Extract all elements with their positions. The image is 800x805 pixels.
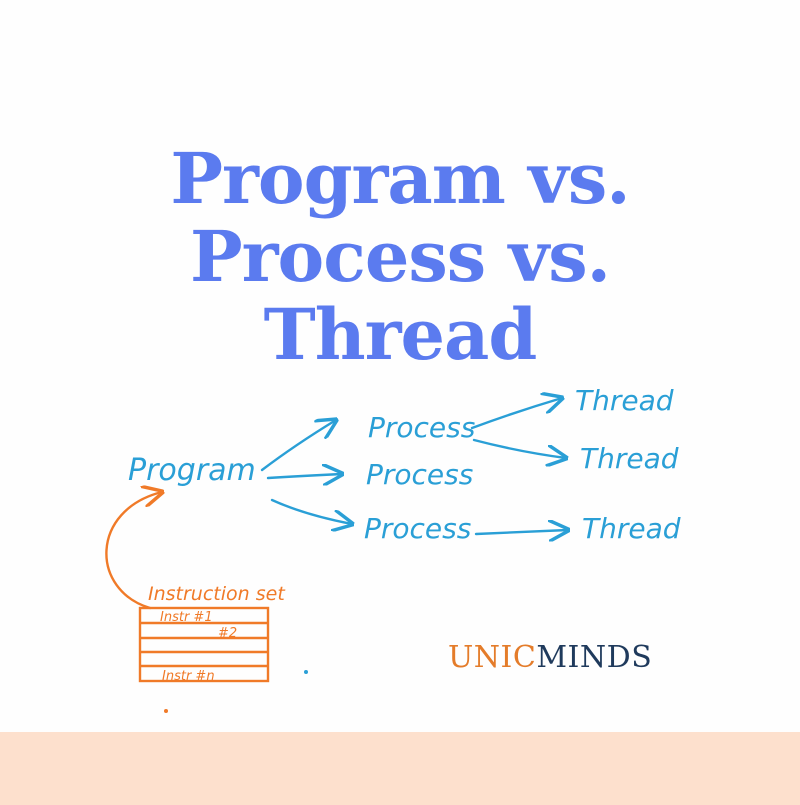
process-label-2: Process (366, 458, 473, 491)
instruction-set-label: Instruction set (148, 583, 286, 605)
pen-dot (304, 670, 308, 674)
arrow-process-thread-1 (470, 398, 562, 430)
title-line-1: Program vs. (170, 137, 630, 220)
instruction-set-box (138, 606, 270, 683)
instruction-row-2: #2 (218, 626, 237, 641)
arrow-instructions-to-program (105, 492, 162, 610)
footer-band (0, 732, 800, 805)
process-label-1: Process (368, 411, 475, 444)
instruction-row-1: Instr #1 (160, 610, 213, 625)
page-title: Program vs. Process vs. Thread (0, 140, 800, 374)
thread-label-3: Thread (582, 512, 681, 545)
instruction-row-n: Instr #n (162, 669, 215, 684)
arrow-program-process-1 (260, 420, 336, 472)
brand-logo-part-2: MINDS (536, 640, 653, 675)
arrow-program-process-3 (270, 498, 352, 524)
brand-logo-part-1: UNIC (448, 640, 537, 675)
brand-logo: UNICMINDS (448, 640, 652, 675)
title-line-3: Thread (263, 293, 538, 376)
arrow-program-process-2 (266, 474, 342, 478)
thread-label-2: Thread (580, 442, 679, 475)
arrow-process-thread-2 (472, 438, 566, 458)
program-label: Program (128, 453, 256, 488)
arrow-process-thread-3 (474, 530, 568, 534)
pen-dot (164, 709, 168, 713)
thread-label-1: Thread (575, 384, 674, 417)
title-line-2: Process vs. (189, 215, 611, 298)
process-label-3: Process (364, 512, 471, 545)
